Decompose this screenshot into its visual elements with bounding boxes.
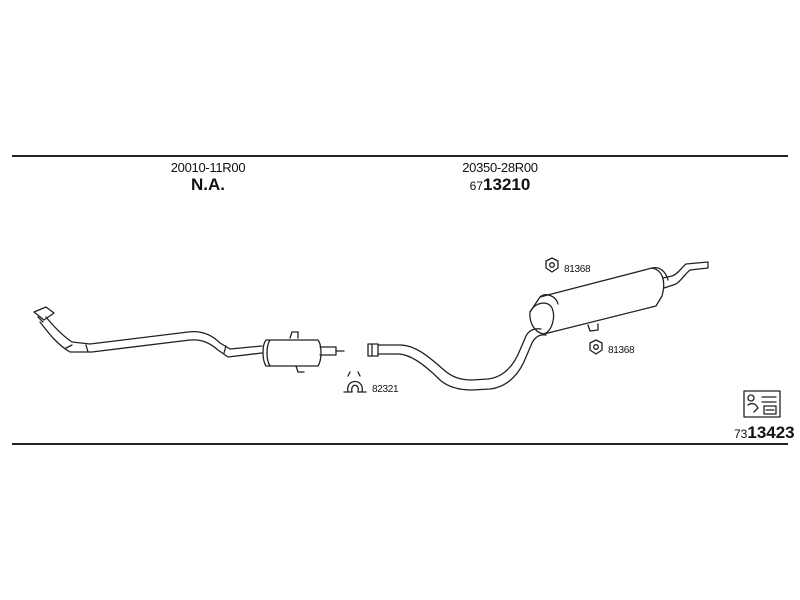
- kit-number: 7313423: [734, 423, 795, 443]
- clamp-ref: 82321: [372, 384, 399, 395]
- left-oem-number: 20010-11R00: [170, 160, 246, 175]
- rubber-mount-icon: [545, 257, 603, 355]
- bottom-rule: [12, 443, 788, 445]
- kit-icon: [743, 390, 781, 418]
- left-part-number: N.A.: [191, 175, 225, 194]
- clamp-icon: [343, 371, 367, 393]
- rubber-top-ref: 81368: [564, 264, 591, 275]
- rubber-bottom-ref: 81368: [608, 345, 635, 356]
- right-part-main: 13210: [483, 175, 531, 194]
- right-part-number: 6713210: [470, 175, 531, 195]
- center-muffler-icon: [262, 331, 345, 373]
- top-rule: [12, 155, 788, 157]
- right-oem-number: 20350-28R00: [462, 160, 538, 175]
- kit-prefix: 73: [734, 427, 748, 441]
- right-part-prefix: 67: [469, 179, 484, 193]
- front-pipe-icon: [33, 306, 263, 358]
- kit-main: 13423: [747, 423, 795, 442]
- rear-muffler-icon: [367, 261, 709, 391]
